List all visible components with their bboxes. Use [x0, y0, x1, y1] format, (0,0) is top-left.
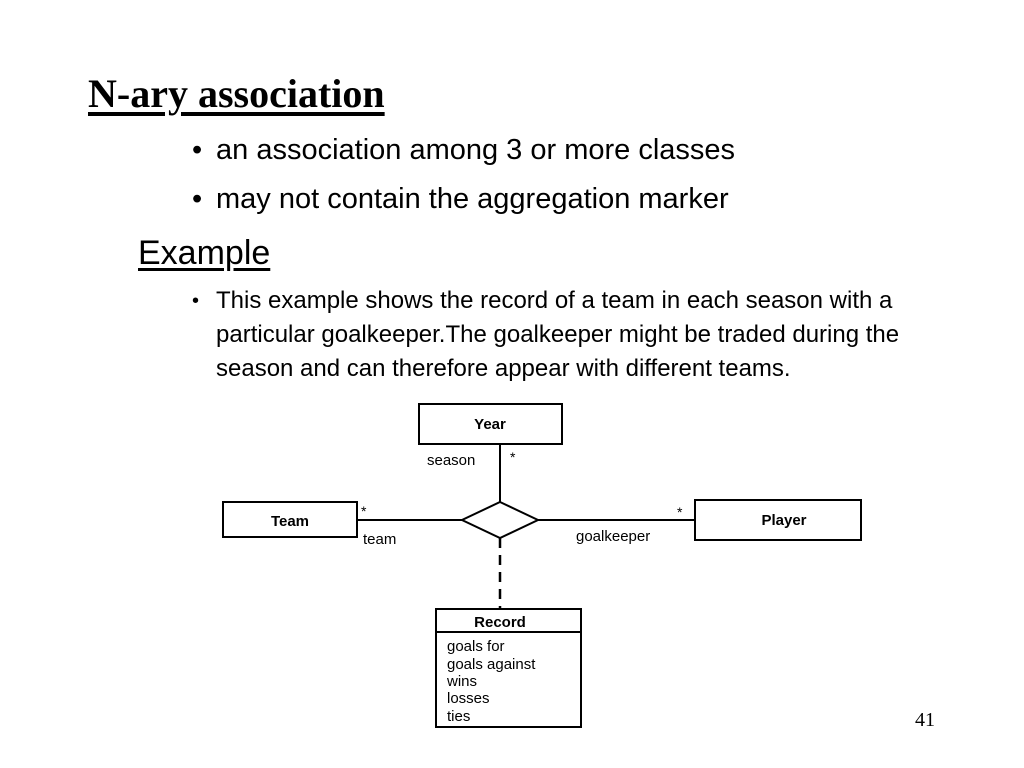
record-attribute: ties	[447, 708, 470, 725]
record-attribute: losses	[447, 690, 490, 707]
page-number: 41	[915, 709, 935, 731]
bullet-item: • an association among 3 or more classes	[192, 132, 735, 168]
record-class-box	[435, 608, 582, 728]
slide-title: N-ary association	[88, 71, 385, 116]
player-class-name: Player	[761, 512, 806, 529]
goalkeeper-role-label: goalkeeper	[576, 528, 650, 545]
team-class-box	[222, 501, 358, 538]
year-class-name: Year	[474, 416, 506, 433]
team-multiplicity: *	[361, 503, 367, 519]
record-attribute: wins	[446, 673, 477, 690]
bullet-item: • may not contain the aggregation marker	[192, 181, 729, 217]
record-attribute: goals for	[447, 638, 505, 655]
player-class-box	[694, 499, 862, 541]
team-class-name: Team	[271, 513, 309, 530]
team-role-label: team	[363, 531, 396, 548]
bullet-text: may not contain the aggregation marker	[216, 183, 729, 215]
example-paragraph: • This example shows the record of a tea…	[192, 284, 952, 396]
association-diamond	[459, 500, 541, 540]
bullet-icon: •	[192, 183, 203, 215]
season-multiplicity: *	[510, 449, 516, 465]
year-class-box	[418, 403, 563, 445]
record-class-name: Record	[474, 614, 526, 631]
record-attribute: goals against	[447, 656, 536, 673]
goalkeeper-multiplicity: *	[677, 504, 683, 520]
bullet-icon: •	[192, 290, 200, 312]
bullet-text: an association among 3 or more classes	[216, 134, 736, 166]
example-heading: Example	[138, 234, 271, 272]
season-role-label: season	[427, 452, 475, 469]
bullet-icon: •	[192, 134, 203, 166]
example-paragraph-text: This example shows the record of a team …	[216, 287, 900, 382]
